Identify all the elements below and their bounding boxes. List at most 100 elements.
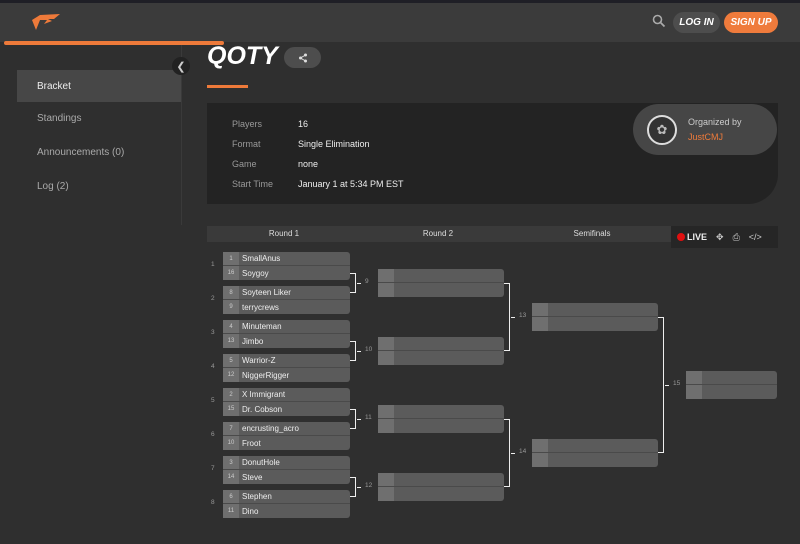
seed <box>378 419 394 433</box>
player-slot[interactable] <box>378 337 504 351</box>
collapse-sidebar-button[interactable]: ❮ <box>172 57 190 75</box>
match-number: 9 <box>365 278 369 285</box>
seed <box>686 385 702 399</box>
match-number: 2 <box>211 295 215 302</box>
sidebar-item-standings[interactable]: Standings <box>37 112 82 124</box>
bracket-connector-tick <box>357 418 361 420</box>
player-name: Soygoy <box>242 268 269 278</box>
players-label: Players <box>232 119 263 129</box>
seed: 12 <box>223 368 239 382</box>
match-number: 14 <box>519 448 527 455</box>
format-label: Format <box>232 139 261 149</box>
match[interactable] <box>378 405 504 433</box>
player-name: Froot <box>242 438 261 448</box>
signup-button[interactable]: SIGN UP <box>724 12 778 33</box>
seed: 13 <box>223 334 239 348</box>
player-name: Dino <box>242 506 259 516</box>
player-slot[interactable] <box>378 283 504 297</box>
player-slot[interactable] <box>532 303 658 317</box>
player-slot[interactable] <box>378 351 504 365</box>
bracket-connector-tick <box>511 316 515 318</box>
organizer-card[interactable]: ✿ Organized by JustCMJ <box>633 104 777 155</box>
seed: 2 <box>223 388 239 401</box>
player-slot[interactable] <box>532 317 658 331</box>
embed-code-icon[interactable]: </> <box>748 232 762 242</box>
match-number: 11 <box>365 414 372 421</box>
login-button[interactable]: LOG IN <box>673 12 720 33</box>
player-name <box>394 419 397 433</box>
seed: 8 <box>223 286 239 299</box>
seed: 3 <box>223 456 239 469</box>
seed: 4 <box>223 320 239 333</box>
live-label: LIVE <box>687 232 708 242</box>
match[interactable] <box>378 337 504 365</box>
print-icon[interactable]: ⎙ <box>732 231 740 242</box>
player-slot[interactable] <box>378 419 504 433</box>
player-slot[interactable] <box>378 269 504 283</box>
player-slot[interactable] <box>686 371 777 385</box>
match[interactable] <box>532 439 658 467</box>
seed <box>378 269 394 282</box>
match-number: 6 <box>211 431 215 438</box>
search-icon[interactable] <box>652 14 666 28</box>
bracket-connector <box>658 317 664 453</box>
bracket-connector-tick <box>357 486 361 488</box>
seed <box>686 371 702 384</box>
start-time-value: January 1 at 5:34 PM EST <box>298 179 404 189</box>
organizer-link[interactable]: JustCMJ <box>688 132 724 142</box>
sidebar-item-announcements[interactable]: Announcements (0) <box>37 146 125 158</box>
sidebar-item-log[interactable]: Log (2) <box>37 180 69 192</box>
player-slot[interactable] <box>686 385 777 399</box>
match[interactable] <box>378 473 504 501</box>
move-icon[interactable]: ✥ <box>716 231 724 242</box>
player-slot[interactable] <box>378 487 504 501</box>
player-name: DonutHole <box>242 458 280 467</box>
match-number: 12 <box>365 482 373 489</box>
match[interactable] <box>532 303 658 331</box>
seed <box>378 487 394 501</box>
sidebar-item-bracket[interactable]: Bracket <box>17 70 181 102</box>
logo-icon[interactable] <box>30 12 62 32</box>
player-slot[interactable] <box>532 439 658 453</box>
seed: 11 <box>223 504 239 518</box>
live-button[interactable]: LIVE <box>677 232 707 242</box>
player-slot[interactable] <box>532 453 658 467</box>
player-name: terrycrews <box>242 302 279 312</box>
game-label: Game <box>232 159 257 169</box>
player-slot[interactable] <box>378 405 504 419</box>
share-button[interactable] <box>284 47 321 68</box>
top-bar <box>0 3 800 42</box>
player-slot[interactable] <box>378 473 504 487</box>
match[interactable] <box>378 269 504 297</box>
match-number: 13 <box>519 312 527 319</box>
round-2-label: Round 2 <box>422 229 454 238</box>
match-number: 7 <box>211 465 215 472</box>
seed <box>378 405 394 418</box>
match-number: 10 <box>365 346 373 353</box>
match[interactable] <box>686 371 777 399</box>
